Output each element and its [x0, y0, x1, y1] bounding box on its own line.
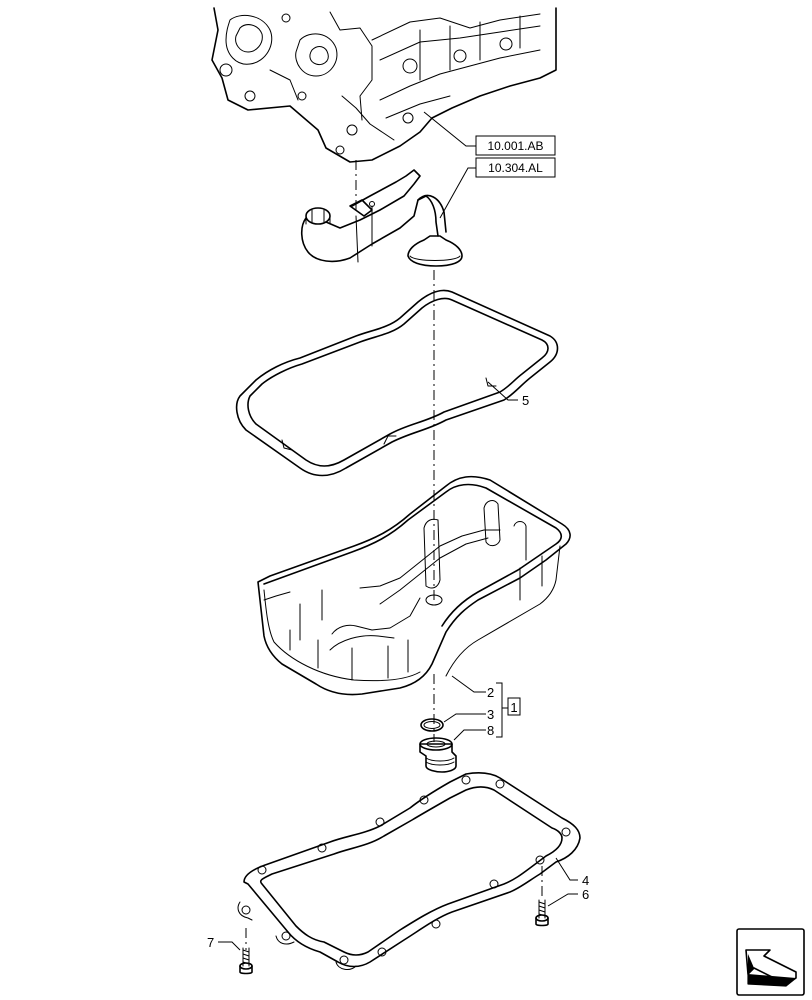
o-ring-inner — [423, 721, 441, 729]
callout-8: 8 — [487, 723, 494, 738]
callout-4: 4 — [582, 873, 589, 888]
leader-4 — [555, 857, 578, 881]
bolt-right — [535, 899, 549, 927]
leader-10-304-al — [439, 167, 476, 219]
leader-10-001-ab — [423, 111, 476, 147]
ref-label-10-001-ab: 10.001.AB — [487, 139, 543, 153]
bracket-2-3-8 — [496, 682, 508, 738]
navigation-arrow-icon[interactable] — [736, 928, 805, 996]
ref-box-10-001-ab — [475, 135, 556, 156]
oil-suction-pipe — [300, 169, 463, 267]
lower-gasket — [237, 772, 581, 970]
oil-pan — [257, 475, 571, 696]
leader-7 — [218, 941, 241, 951]
leader-5 — [487, 381, 518, 401]
callout-3: 3 — [487, 707, 494, 722]
ref-box-10-304-al — [475, 157, 556, 178]
leader-2 — [451, 675, 486, 693]
callout-7: 7 — [207, 935, 214, 950]
bolt-left — [239, 947, 253, 975]
leader-6 — [547, 893, 578, 907]
engine-block — [211, 7, 557, 163]
o-ring — [420, 718, 444, 732]
callout-5: 5 — [522, 393, 529, 408]
callout-2: 2 — [487, 685, 494, 700]
ref-label-10-304-al: 10.304.AL — [488, 161, 543, 175]
group-box-1 — [507, 697, 521, 716]
drain-plug — [419, 737, 457, 773]
callout-6: 6 — [582, 887, 589, 902]
leader-3 — [443, 713, 486, 723]
leader-8 — [453, 729, 486, 741]
upper-gasket — [235, 289, 559, 477]
callout-1: 1 — [510, 700, 517, 715]
